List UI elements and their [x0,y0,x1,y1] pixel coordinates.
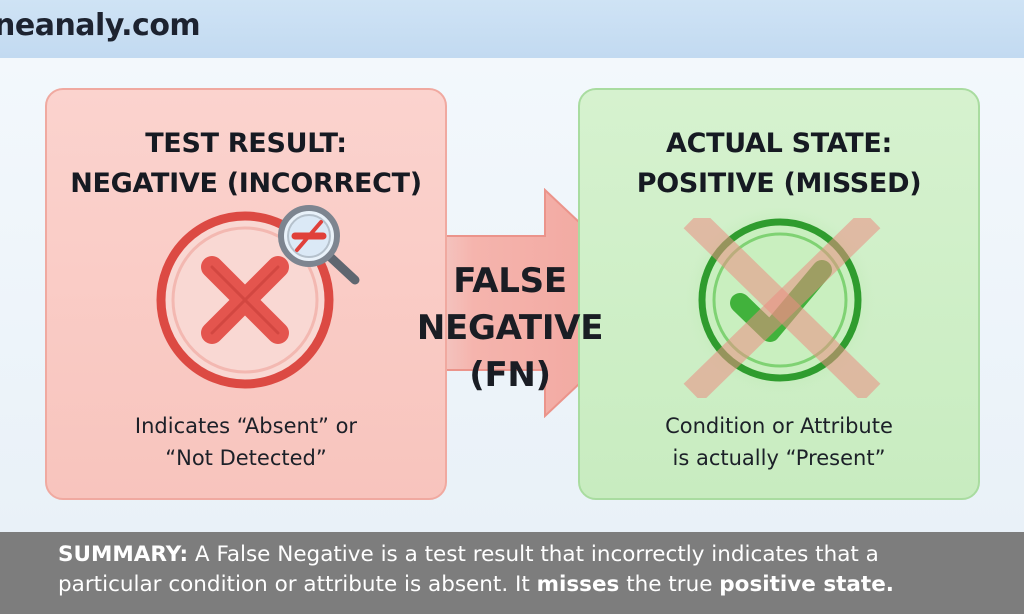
summary-bold-positive-state: positive state. [719,572,894,597]
summary-bold-misses: misses [536,572,620,597]
false-negative-label: FALSE NEGATIVE (FN) [395,258,625,399]
test-result-caption-line1: Indicates “Absent” or [134,414,358,438]
summary-label: SUMMARY: [58,542,189,567]
actual-state-title-line1: ACTUAL STATE: [665,128,893,159]
summary-text2a: particular condition or attribute is abs… [58,572,537,597]
test-result-title-line2: NEGATIVE (INCORRECT) [70,168,422,199]
fn-label-line1: FALSE [453,261,567,301]
test-result-title: TEST RESULT: NEGATIVE (INCORRECT) [47,124,445,204]
summary-text1: A False Negative is a test result that i… [188,542,879,567]
summary-line1: SUMMARY: A False Negative is a test resu… [58,540,1004,570]
actual-state-title: ACTUAL STATE: POSITIVE (MISSED) [580,124,978,204]
actual-state-caption: Condition or Attribute is actually “Pres… [580,410,978,474]
fn-label-line3: (FN) [469,355,551,395]
summary-line2: particular condition or attribute is abs… [58,570,1004,600]
test-result-title-line1: TEST RESULT: [145,128,347,159]
magnifier-icon [278,205,360,285]
actual-state-panel: ACTUAL STATE: POSITIVE (MISSED) Conditio… [578,88,980,500]
header-bar: neanaly.com [0,0,1024,58]
summary-text2b: the true [619,572,720,597]
x-mark-icon [156,211,334,389]
test-result-caption-line2: “Not Detected” [165,446,327,470]
actual-state-caption-line1: Condition or Attribute [665,414,893,438]
actual-state-title-line2: POSITIVE (MISSED) [636,168,922,199]
summary-bar: SUMMARY: A False Negative is a test resu… [0,532,1024,614]
actual-state-caption-line2: is actually “Present” [672,446,886,470]
cross-out-icon [683,218,881,398]
fn-label-line2: NEGATIVE [416,308,604,348]
site-name[interactable]: neanaly.com [0,8,201,43]
test-result-panel: TEST RESULT: NEGATIVE (INCORRECT) Indica… [45,88,447,500]
test-result-caption: Indicates “Absent” or “Not Detected” [47,410,445,474]
